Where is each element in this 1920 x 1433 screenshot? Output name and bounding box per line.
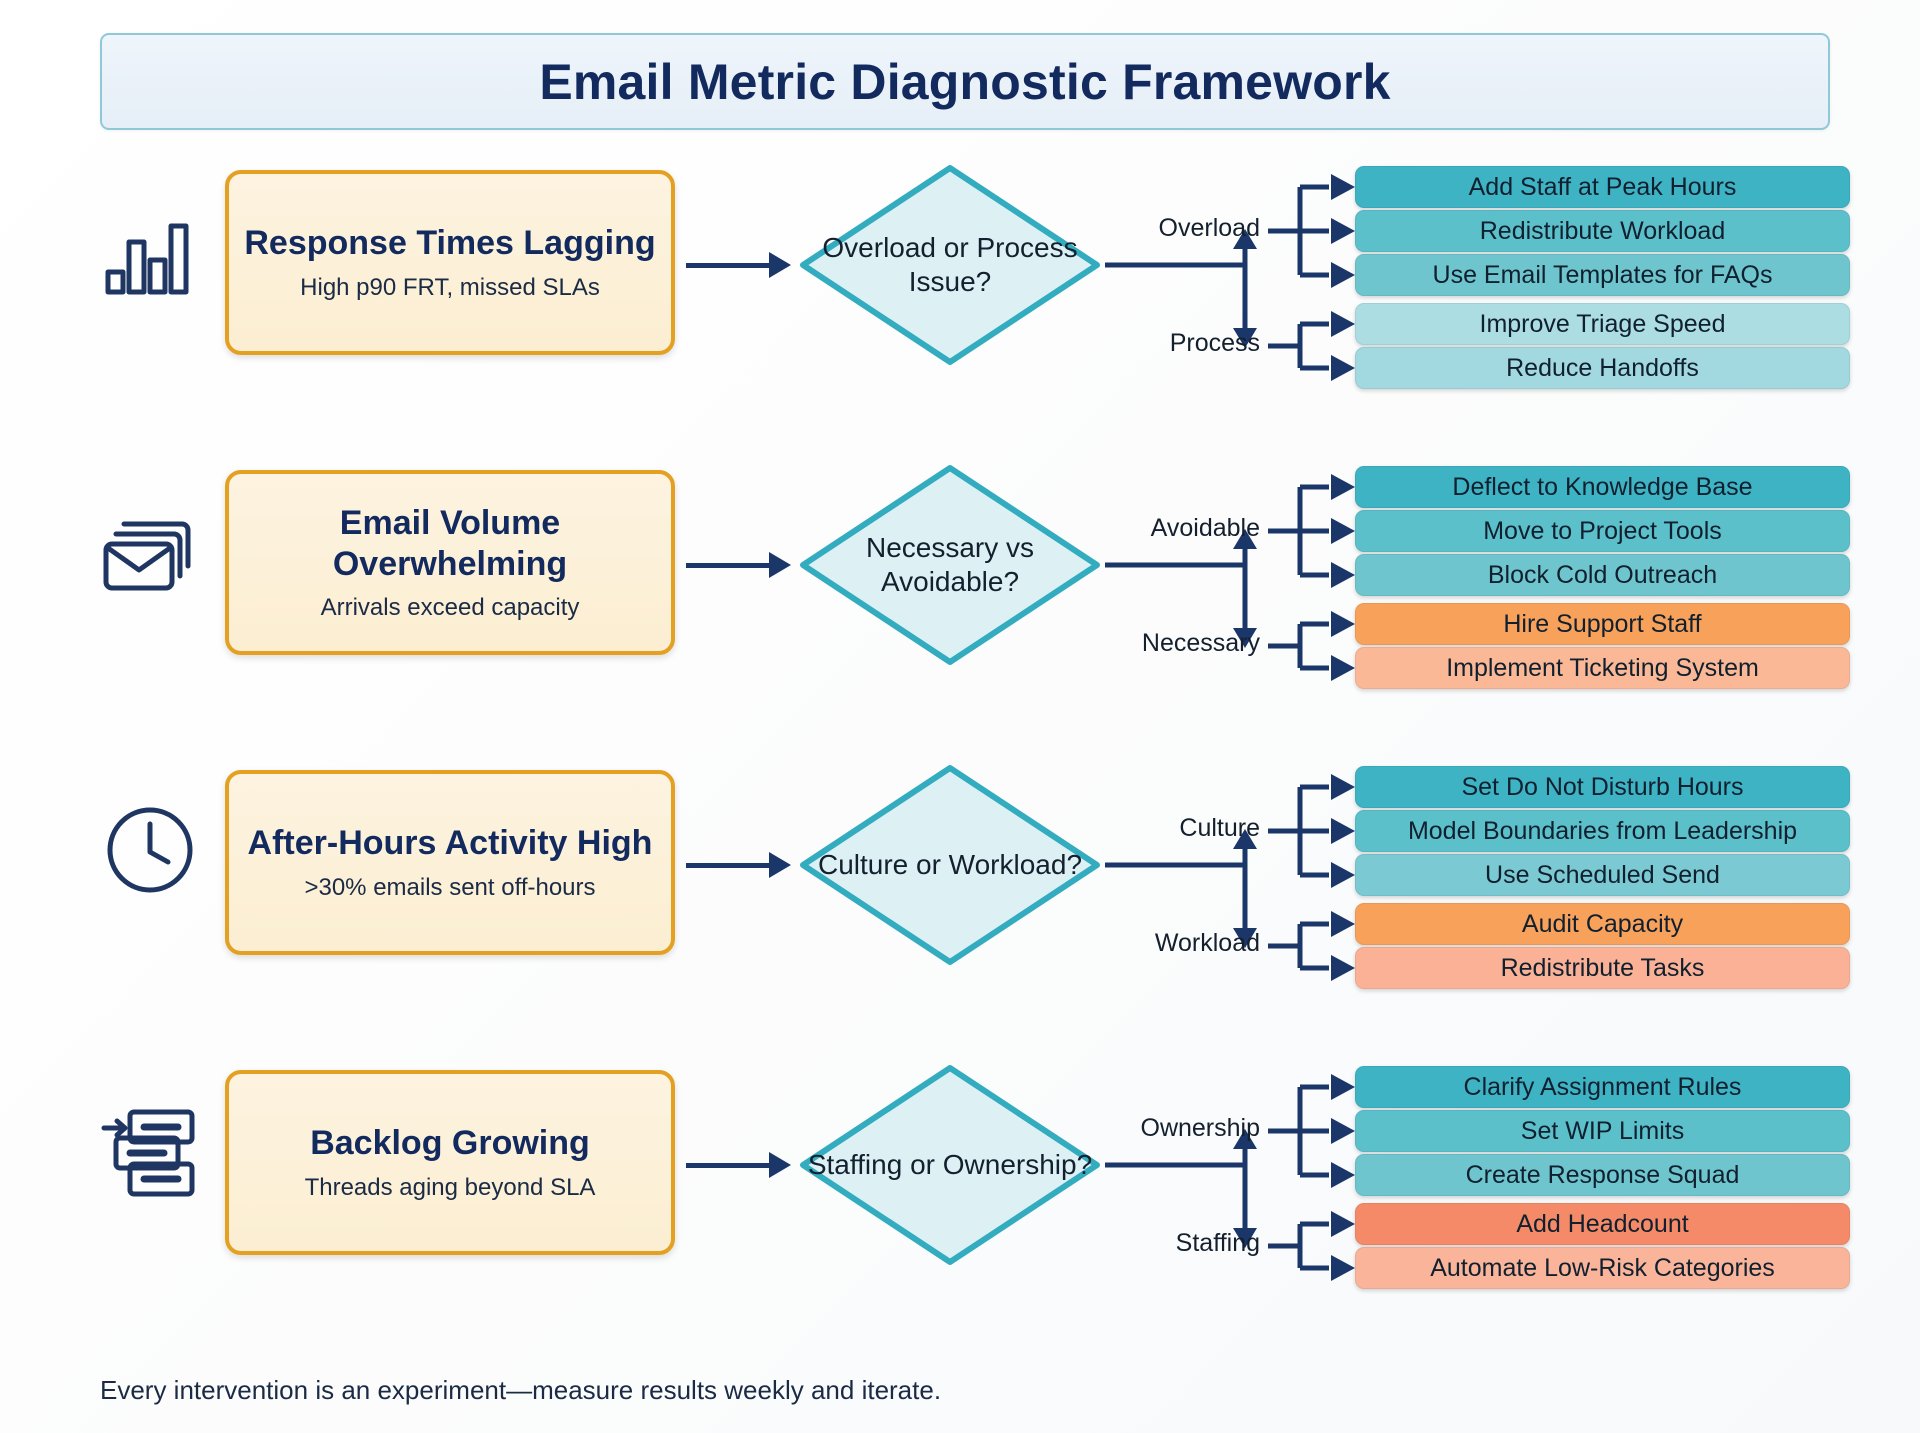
action-label: Audit Capacity — [1521, 909, 1684, 938]
decision-diamond[interactable]: Overload or Process Issue? — [795, 160, 1105, 370]
decision-label: Culture or Workload? — [817, 848, 1083, 880]
diagnostic-row: After-Hours Activity High >30% emails se… — [0, 750, 1920, 1050]
diagnostic-row: Response Times Lagging High p90 FRT, mis… — [0, 150, 1920, 450]
action-label: Add Headcount — [1516, 1209, 1689, 1238]
action-label: Set Do Not Disturb Hours — [1461, 772, 1744, 801]
action-box[interactable]: Add Headcount — [1355, 1203, 1850, 1245]
decision-label: Necessary vs Avoidable? — [865, 531, 1035, 597]
branch-label-b: Workload — [1154, 929, 1260, 957]
action-box[interactable]: Hire Support Staff — [1355, 603, 1850, 645]
flow-arrow-head — [769, 1152, 791, 1178]
branch-label-a: Overload — [1158, 214, 1260, 242]
branch-connectors: Ownership Staffing — [1105, 1050, 1920, 1350]
flow-arrow-line — [686, 1163, 771, 1168]
decision-diamond[interactable]: Necessary vs Avoidable? — [795, 460, 1105, 670]
flow-arrow-line — [686, 863, 771, 868]
bar-chart-icon — [95, 195, 205, 305]
action-box[interactable]: Redistribute Tasks — [1355, 947, 1850, 989]
action-box[interactable]: Add Staff at Peak Hours — [1355, 166, 1850, 208]
action-label: Model Boundaries from Leadership — [1407, 816, 1798, 845]
action-label: Set WIP Limits — [1520, 1116, 1685, 1145]
action-box[interactable]: Create Response Squad — [1355, 1154, 1850, 1196]
action-label: Add Staff at Peak Hours — [1468, 172, 1737, 201]
branch-label-b: Process — [1169, 329, 1260, 357]
action-box[interactable]: Block Cold Outreach — [1355, 554, 1850, 596]
stacked-envelopes-icon — [95, 495, 205, 605]
action-box[interactable]: Audit Capacity — [1355, 903, 1850, 945]
action-box[interactable]: Improve Triage Speed — [1355, 303, 1850, 345]
action-label: Improve Triage Speed — [1479, 309, 1726, 338]
diagnostic-row: Backlog Growing Threads aging beyond SLA… — [0, 1050, 1920, 1350]
branch-label-a: Avoidable — [1150, 514, 1260, 542]
branch-label-b: Necessary — [1141, 629, 1260, 657]
diagnostic-row: Email Volume Overwhelming Arrivals excee… — [0, 450, 1920, 750]
branch-label-a: Culture — [1179, 814, 1260, 842]
action-box[interactable]: Clarify Assignment Rules — [1355, 1066, 1850, 1108]
action-box[interactable]: Model Boundaries from Leadership — [1355, 810, 1850, 852]
action-label: Use Scheduled Send — [1485, 860, 1720, 889]
action-label: Hire Support Staff — [1503, 609, 1702, 638]
action-box[interactable]: Move to Project Tools — [1355, 510, 1850, 552]
problem-box[interactable]: Response Times Lagging High p90 FRT, mis… — [225, 170, 675, 355]
decision-label: Staffing or Ownership? — [807, 1148, 1093, 1180]
decision-label: Overload or Process Issue? — [822, 231, 1078, 297]
problem-subtitle: Threads aging beyond SLA — [304, 1173, 596, 1201]
problem-subtitle: Arrivals exceed capacity — [320, 593, 580, 621]
problem-subtitle: >30% emails sent off-hours — [304, 873, 596, 901]
problem-title: Backlog Growing — [310, 1124, 590, 1163]
action-label: Redistribute Tasks — [1500, 953, 1705, 982]
action-label: Redistribute Workload — [1479, 216, 1726, 245]
branch-connectors: Culture Workload — [1105, 750, 1920, 1050]
branch-label-a: Ownership — [1140, 1114, 1261, 1142]
flow-arrow-line — [686, 263, 771, 268]
page-title: Email Metric Diagnostic Framework — [539, 53, 1391, 110]
branch-connectors: Overload Process — [1105, 150, 1920, 450]
action-label: Use Email Templates for FAQs — [1432, 260, 1773, 289]
action-label: Move to Project Tools — [1483, 516, 1722, 545]
action-label: Reduce Handoffs — [1506, 353, 1699, 382]
flow-arrow-line — [686, 563, 771, 568]
action-label: Block Cold Outreach — [1487, 560, 1718, 589]
action-label: Implement Ticketing System — [1446, 653, 1759, 682]
clock-icon — [95, 795, 205, 905]
action-box[interactable]: Implement Ticketing System — [1355, 647, 1850, 689]
problem-title: Email Volume Overwhelming — [332, 504, 568, 583]
action-label: Automate Low-Risk Categories — [1430, 1253, 1775, 1282]
action-box[interactable]: Deflect to Knowledge Base — [1355, 466, 1850, 508]
action-label: Clarify Assignment Rules — [1463, 1072, 1742, 1101]
footer-note: Every intervention is an experiment—meas… — [100, 1375, 942, 1405]
page-title-banner: Email Metric Diagnostic Framework — [100, 33, 1830, 130]
problem-box[interactable]: After-Hours Activity High >30% emails se… — [225, 770, 675, 955]
action-box[interactable]: Set WIP Limits — [1355, 1110, 1850, 1152]
action-label: Create Response Squad — [1465, 1160, 1740, 1189]
backlog-icon — [95, 1095, 205, 1205]
action-box[interactable]: Automate Low-Risk Categories — [1355, 1247, 1850, 1289]
problem-box[interactable]: Backlog Growing Threads aging beyond SLA — [225, 1070, 675, 1255]
action-box[interactable]: Redistribute Workload — [1355, 210, 1850, 252]
action-label: Deflect to Knowledge Base — [1452, 472, 1753, 501]
branch-label-b: Staffing — [1175, 1229, 1260, 1257]
problem-subtitle: High p90 FRT, missed SLAs — [300, 273, 600, 301]
action-box[interactable]: Reduce Handoffs — [1355, 347, 1850, 389]
action-box[interactable]: Set Do Not Disturb Hours — [1355, 766, 1850, 808]
decision-diamond[interactable]: Staffing or Ownership? — [795, 1060, 1105, 1270]
decision-diamond[interactable]: Culture or Workload? — [795, 760, 1105, 970]
branch-connectors: Avoidable Necessary — [1105, 450, 1920, 750]
flow-arrow-head — [769, 852, 791, 878]
flow-arrow-head — [769, 552, 791, 578]
problem-title: After-Hours Activity High — [247, 824, 653, 863]
problem-title: Response Times Lagging — [244, 224, 656, 263]
problem-box[interactable]: Email Volume Overwhelming Arrivals excee… — [225, 470, 675, 655]
action-box[interactable]: Use Email Templates for FAQs — [1355, 254, 1850, 296]
flow-arrow-head — [769, 252, 791, 278]
action-box[interactable]: Use Scheduled Send — [1355, 854, 1850, 896]
